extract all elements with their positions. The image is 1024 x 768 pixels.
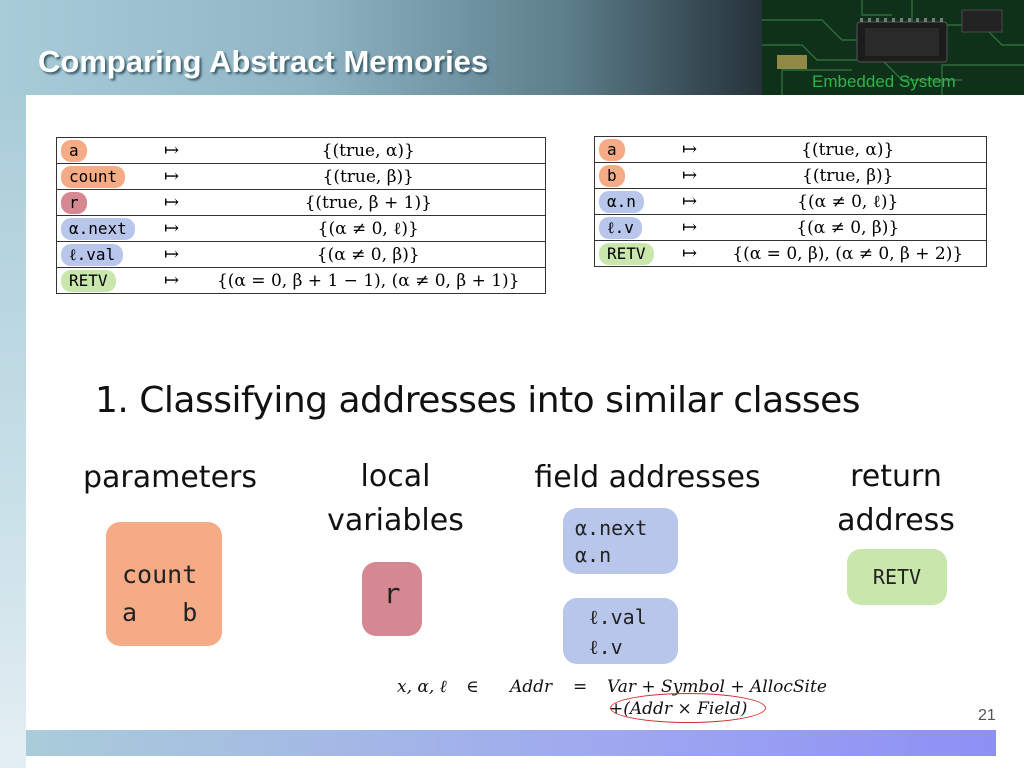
field-item-alpha-next: α.next	[575, 516, 648, 540]
return-item-retv: RETV	[872, 565, 922, 589]
maps-to-symbol: ↦	[151, 241, 192, 268]
brand-label: Embedded System	[812, 72, 956, 91]
address-pill: count	[61, 165, 126, 188]
address-pill: RETV	[61, 269, 116, 292]
locals-box: r	[362, 562, 422, 636]
row-key-cell: count	[56, 163, 152, 190]
maps-to-symbol: ↦	[151, 137, 192, 164]
row-key-cell: a	[56, 137, 152, 164]
memory-table-right: a↦{(true, α)}b↦{(true, β)}α.n↦{(α ≠ 0, ℓ…	[594, 136, 987, 267]
category-return-label-line1: return	[850, 459, 942, 494]
table-row: a ↦{(true, α)}	[594, 136, 987, 163]
row-value-cell: {(α ≠ 0, β)}	[191, 241, 546, 268]
address-pill: α.n	[599, 190, 644, 213]
row-value-cell: {(true, α)}	[191, 137, 546, 164]
maps-to-symbol: ↦	[151, 189, 192, 216]
row-value-cell: {(true, β + 1)}	[191, 189, 546, 216]
maps-to-symbol: ↦	[669, 162, 710, 189]
row-key-cell: RETV	[56, 267, 152, 294]
left-decor-strip	[0, 95, 26, 768]
table-row: ℓ.val ↦{(α ≠ 0, β)}	[56, 241, 546, 268]
row-key-cell: b	[594, 162, 670, 189]
fields-box-alpha: α.next α.n	[563, 508, 678, 574]
table-row: b ↦{(true, β)}	[594, 162, 987, 189]
row-value-cell: {(α ≠ 0, β)}	[709, 214, 987, 241]
return-box: RETV	[847, 549, 947, 605]
address-pill: a	[599, 138, 625, 161]
row-value-cell: {(α ≠ 0, ℓ)}	[191, 215, 546, 242]
row-value-cell: {(α = 0, β), (α ≠ 0, β + 2)}	[709, 240, 987, 267]
category-return-label-line2: address	[837, 503, 955, 538]
table-row: RETV ↦{(α = 0, β), (α ≠ 0, β + 2)}	[594, 240, 987, 267]
table-row: RETV ↦{(α = 0, β + 1 − 1), (α ≠ 0, β + 1)…	[56, 267, 546, 294]
parameters-box: count a b	[106, 522, 222, 646]
equation-set: Addr	[510, 677, 553, 697]
category-local-label: local variables	[318, 455, 473, 543]
category-local-label-line1: local	[360, 459, 431, 494]
row-key-cell: ℓ.val	[56, 241, 152, 268]
parameters-item-count: count	[122, 560, 198, 589]
row-value-cell: {(α ≠ 0, ℓ)}	[709, 188, 987, 215]
row-value-cell: {(true, α)}	[709, 136, 987, 163]
slide-title: Comparing Abstract Memories	[38, 44, 489, 79]
field-item-ell-val: ℓ.val	[589, 605, 647, 629]
maps-to-symbol: ↦	[669, 188, 710, 215]
field-item-alpha-n: α.n	[575, 543, 612, 567]
maps-to-symbol: ↦	[669, 240, 710, 267]
address-pill: ℓ.v	[599, 216, 642, 239]
equation-equals: =	[573, 677, 588, 697]
circuit-board-image	[762, 0, 1024, 95]
row-value-cell: {(true, β)}	[191, 163, 546, 190]
table-row: α.n ↦{(α ≠ 0, ℓ)}	[594, 188, 987, 215]
address-pill: a	[61, 139, 87, 162]
maps-to-symbol: ↦	[669, 214, 710, 241]
equation-member: ∈	[466, 677, 479, 697]
parameters-item-ab: a b	[122, 598, 198, 627]
category-parameters-label: parameters	[82, 460, 257, 495]
row-key-cell: r	[56, 189, 152, 216]
table-row: α.next ↦{(α ≠ 0, ℓ)}	[56, 215, 546, 242]
slide-footer-bar	[26, 730, 996, 756]
row-key-cell: a	[594, 136, 670, 163]
category-local-label-line2: variables	[327, 503, 464, 538]
row-key-cell: ℓ.v	[594, 214, 670, 241]
row-value-cell: {(α = 0, β + 1 − 1), (α ≠ 0, β + 1)}	[191, 267, 546, 294]
table-row: count ↦{(true, β)}	[56, 163, 546, 190]
maps-to-symbol: ↦	[151, 267, 192, 294]
section-heading: 1. Classifying addresses into similar cl…	[95, 380, 861, 421]
memory-table-left: a↦{(true, α)}count↦{(true, β)}r↦{(true, …	[56, 137, 546, 294]
table-row: ℓ.v ↦{(α ≠ 0, β)}	[594, 214, 987, 241]
page-number: 21	[978, 707, 996, 724]
maps-to-symbol: ↦	[669, 136, 710, 163]
row-value-cell: {(true, β)}	[709, 162, 987, 189]
address-pill: r	[61, 191, 87, 214]
table-row: a ↦{(true, α)}	[56, 137, 546, 164]
fields-box-ell: ℓ.val ℓ.v	[563, 598, 678, 664]
category-fields-label: field addresses	[534, 460, 761, 495]
equation-lhs: x, α, ℓ	[397, 677, 447, 697]
address-pill: ℓ.val	[61, 243, 124, 266]
equation-rhs: Var + Symbol + AllocSite	[607, 677, 827, 697]
row-key-cell: α.n	[594, 188, 670, 215]
maps-to-symbol: ↦	[151, 215, 192, 242]
row-key-cell: α.next	[56, 215, 152, 242]
category-return-label: return address	[826, 455, 966, 543]
maps-to-symbol: ↦	[151, 163, 192, 190]
highlight-ellipse	[610, 693, 766, 723]
locals-item-r: r	[383, 577, 401, 610]
table-row: r ↦{(true, β + 1)}	[56, 189, 546, 216]
field-item-ell-v: ℓ.v	[589, 635, 623, 659]
address-pill: α.next	[61, 217, 135, 240]
address-pill: RETV	[599, 242, 654, 265]
address-pill: b	[599, 164, 625, 187]
row-key-cell: RETV	[594, 240, 670, 267]
